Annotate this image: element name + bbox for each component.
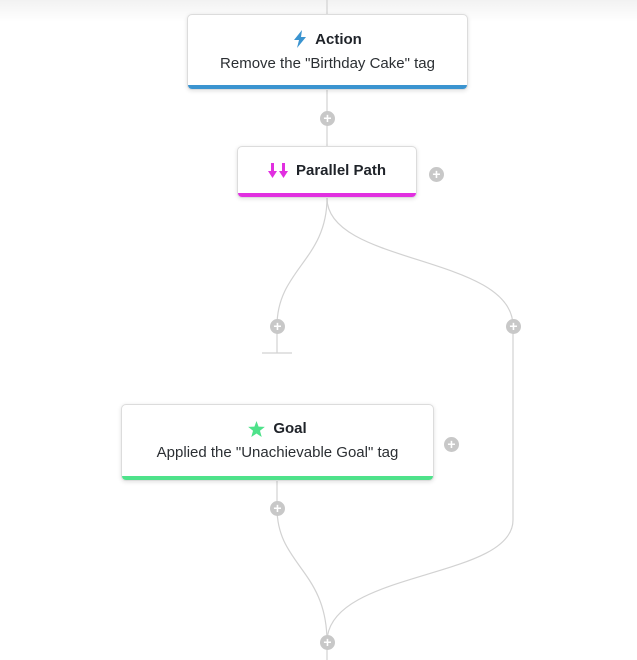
add-step-button[interactable]: +: [270, 501, 285, 516]
action-color-bar: [188, 85, 467, 89]
add-step-button[interactable]: +: [320, 111, 335, 126]
double-down-arrows-icon: [267, 162, 288, 179]
goal-title: Goal: [273, 420, 307, 437]
add-path-button[interactable]: +: [429, 167, 444, 182]
connector-left-branch: [276, 197, 328, 353]
add-step-button[interactable]: +: [320, 635, 335, 650]
star-icon: [248, 420, 266, 437]
action-title: Action: [315, 30, 362, 48]
add-step-button[interactable]: +: [270, 319, 285, 334]
goal-color-bar: [122, 476, 433, 480]
goal-subtitle: Applied the "Unachievable Goal" tag: [156, 444, 399, 461]
parallel-path-title: Parallel Path: [295, 162, 387, 179]
add-step-button[interactable]: +: [506, 319, 521, 334]
add-path-button[interactable]: +: [444, 437, 459, 452]
parallel-path-color-bar: [238, 193, 416, 197]
goal-node[interactable]: Goal Applied the "Unachievable Goal" tag: [121, 404, 434, 481]
parallel-path-node[interactable]: Parallel Path: [237, 146, 417, 198]
lightning-bolt-icon: [293, 30, 307, 48]
connector-goal-down: [276, 481, 328, 643]
action-node[interactable]: Action Remove the "Birthday Cake" tag: [187, 14, 468, 90]
action-subtitle: Remove the "Birthday Cake" tag: [220, 55, 435, 72]
